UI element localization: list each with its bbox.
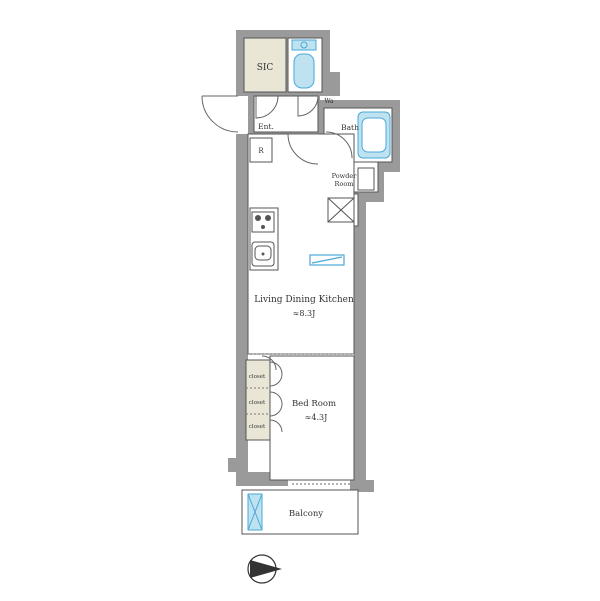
washing-label: Wa bbox=[324, 98, 334, 105]
refrigerator-label: R bbox=[258, 147, 264, 155]
balcony-label: Balcony bbox=[289, 509, 323, 519]
door-bath bbox=[325, 131, 353, 159]
floor-fridge bbox=[249, 137, 273, 163]
wall-right bbox=[354, 248, 366, 480]
bath-label: Bath bbox=[341, 123, 359, 132]
door-closet-3 bbox=[269, 419, 283, 433]
door-sic bbox=[255, 95, 279, 119]
wall-left-jog bbox=[228, 458, 238, 472]
powder-room-label-1: Powder bbox=[332, 172, 358, 180]
door-closet-2 bbox=[269, 391, 283, 417]
door-entrance bbox=[201, 95, 239, 133]
balcony-window-icon bbox=[247, 493, 263, 531]
wall-bottom-right bbox=[350, 480, 374, 492]
stove-icon bbox=[251, 211, 275, 233]
floor-sic bbox=[243, 37, 287, 93]
closet-label-1: closet bbox=[249, 374, 266, 380]
doors bbox=[201, 95, 353, 485]
door-toilet bbox=[297, 95, 319, 117]
floor-bedroom bbox=[269, 355, 355, 481]
closet-label-3: closet bbox=[249, 424, 266, 430]
powder-room-label-2: Room bbox=[335, 180, 354, 188]
aircon-icon bbox=[309, 254, 345, 266]
door-bedroom bbox=[261, 355, 277, 371]
north-compass-icon bbox=[247, 554, 282, 584]
bedroom-name-label: Bed Room bbox=[292, 399, 336, 409]
washing-machine-space bbox=[327, 197, 355, 223]
floor-closets bbox=[245, 359, 271, 441]
wall-closet-left bbox=[238, 356, 248, 472]
ldk-name-label: Living Dining Kitchen bbox=[254, 295, 354, 305]
partitions bbox=[246, 353, 354, 415]
toilet-icon bbox=[291, 39, 317, 89]
bedroom-area-label: ≈4.3J bbox=[305, 413, 328, 422]
ldk-area-label: ≈8.3J bbox=[293, 309, 316, 318]
entrance-label: Ent. bbox=[258, 122, 274, 131]
door-closet-1 bbox=[269, 361, 283, 387]
washbasin-icon bbox=[357, 167, 375, 191]
sink-icon bbox=[251, 241, 275, 267]
sic-label: SIC bbox=[257, 63, 274, 73]
closet-label-2: closet bbox=[249, 400, 266, 406]
door-powder bbox=[287, 133, 319, 165]
bathtub-icon bbox=[357, 111, 391, 159]
